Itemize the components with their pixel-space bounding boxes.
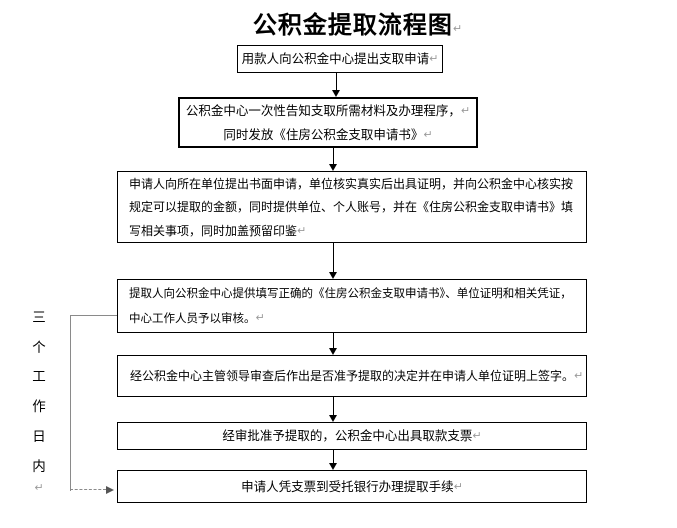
flow-box-text-line: 规定可以提取的金额，同时提供单位、个人账号，并在《住房公积金支取申请书》填: [129, 196, 575, 219]
flow-box-text-line: 申请人凭支票到受托银行办理提取手续↵: [120, 471, 584, 502]
flow-box-text: 同时发放《住房公积金支取申请书》: [223, 128, 424, 142]
flow-box-text: 经公积金中心主管领导审查后作出是否准予提取的决定并在申请人单位证明上签字。: [130, 369, 575, 383]
flow-box-text-line: 同时发放《住房公积金支取申请书》↵: [182, 123, 474, 146]
flow-box-step-7-bank-withdrawal: 申请人凭支票到受托银行办理提取手续↵: [117, 470, 587, 503]
flow-box-text-line: 公积金中心一次性告知支取所需材料及办理程序，↵: [182, 99, 474, 123]
paragraph-mark-icon: ↵: [574, 369, 584, 382]
flow-box-step-4-submit-for-review: 提取人向公积金中心提供填写正确的《住房公积金支取申请书》、单位证明和相关凭证， 中…: [117, 279, 587, 333]
duration-label-char: 内: [32, 458, 46, 474]
flow-arrow-down-head-icon: [329, 348, 337, 355]
flow-box-text-line: 写相关事项，同时加盖预留印鉴↵: [129, 219, 575, 242]
paragraph-mark-icon: ↵: [34, 481, 44, 495]
paragraph-mark-icon: ↵: [472, 429, 482, 442]
paragraph-mark-icon: ↵: [453, 480, 463, 493]
paragraph-mark-icon: ↵: [429, 52, 439, 65]
flow-arrow-down-head-icon: [329, 272, 337, 279]
flow-box-text: 写相关事项，同时加盖预留印鉴: [129, 224, 298, 238]
page-title: 公积金提取流程图↵: [38, 5, 677, 40]
duration-label: 三个工作日内 ↵: [28, 303, 50, 495]
bracket-bottom-dashed-line: [70, 489, 106, 490]
flow-box-text-line: 经公积金中心主管领导审查后作出是否准予提取的决定并在申请人单位证明上签字。↵: [130, 356, 583, 396]
flow-box-text: 中心工作人员予以审核。: [129, 313, 256, 325]
flow-arrow-down-line: [333, 397, 334, 416]
flow-arrow-down-head-icon: [332, 90, 340, 97]
paragraph-mark-icon: ↵: [460, 104, 471, 117]
bracket-vertical-line: [70, 315, 71, 491]
flow-box-text-line: 提取人向公积金中心提供填写正确的《住房公积金支取申请书》、单位证明和相关凭证，: [129, 282, 575, 306]
flow-box-text: 经审批准予提取的，公积金中心出具取款支票: [222, 429, 473, 443]
duration-label-char: 个: [32, 339, 46, 355]
flow-box-text-line: 用款人向公积金中心提出支取申请↵: [240, 46, 440, 72]
duration-label-char: 日: [32, 428, 46, 444]
flow-box-text-line: 经审批准予提取的，公积金中心出具取款支票↵: [120, 423, 584, 449]
flow-box-text: 用款人向公积金中心提出支取申请: [241, 52, 430, 66]
flow-box-text-line: 申请人向所在单位提出书面申请，单位核实真实后出具证明，并向公积金中心核实按: [129, 173, 575, 196]
flow-arrow-down-line: [333, 333, 334, 349]
flow-box-text: 公积金中心一次性告知支取所需材料及办理程序，: [185, 104, 461, 118]
flow-box-step-5-leader-decision: 经公积金中心主管领导审查后作出是否准予提取的决定并在申请人单位证明上签字。↵: [117, 355, 587, 397]
flow-box-text-line: 中心工作人员予以审核。↵: [129, 306, 575, 331]
flow-box-step-6-issue-cheque: 经审批准予提取的，公积金中心出具取款支票↵: [117, 422, 587, 450]
flow-arrow-down-head-icon: [329, 463, 337, 470]
bracket-arrowhead-icon: [106, 486, 114, 494]
flow-box-step-1-apply: 用款人向公积金中心提出支取申请↵: [237, 45, 443, 73]
flow-arrow-down-line: [333, 148, 334, 165]
bracket-top-line: [70, 315, 117, 316]
paragraph-mark-icon: ↵: [452, 22, 463, 35]
flow-arrow-down-line: [333, 243, 334, 273]
flow-box-text: 申请人向所在单位提出书面申请，单位核实真实后出具证明，并向公积金中心核实按: [129, 177, 574, 191]
paragraph-mark-icon: ↵: [297, 224, 307, 237]
flow-box-text: 提取人向公积金中心提供填写正确的《住房公积金支取申请书》、单位证明和相关凭证，: [129, 288, 572, 300]
flow-box-step-3-unit-written-application: 申请人向所在单位提出书面申请，单位核实真实后出具证明，并向公积金中心核实按规定可…: [117, 171, 587, 243]
flow-box-text: 规定可以提取的金额，同时提供单位、个人账号，并在《住房公积金支取申请书》填: [129, 200, 574, 214]
flow-box-step-2-notify-materials: 公积金中心一次性告知支取所需材料及办理程序，↵同时发放《住房公积金支取申请书》↵: [178, 97, 478, 148]
paragraph-mark-icon: ↵: [423, 128, 433, 141]
duration-label-char: 工: [32, 369, 46, 385]
flow-box-text: 申请人凭支票到受托银行办理提取手续: [241, 480, 454, 494]
duration-label-char: 三: [32, 310, 46, 325]
duration-label-char: 作: [32, 399, 46, 415]
flow-arrow-down-line: [333, 450, 334, 464]
flow-arrow-down-line: [336, 73, 337, 91]
paragraph-mark-icon: ↵: [255, 311, 265, 324]
page-title-text: 公积金提取流程图: [252, 13, 453, 39]
flow-arrow-down-head-icon: [329, 415, 337, 422]
flow-arrow-down-head-icon: [329, 164, 337, 171]
